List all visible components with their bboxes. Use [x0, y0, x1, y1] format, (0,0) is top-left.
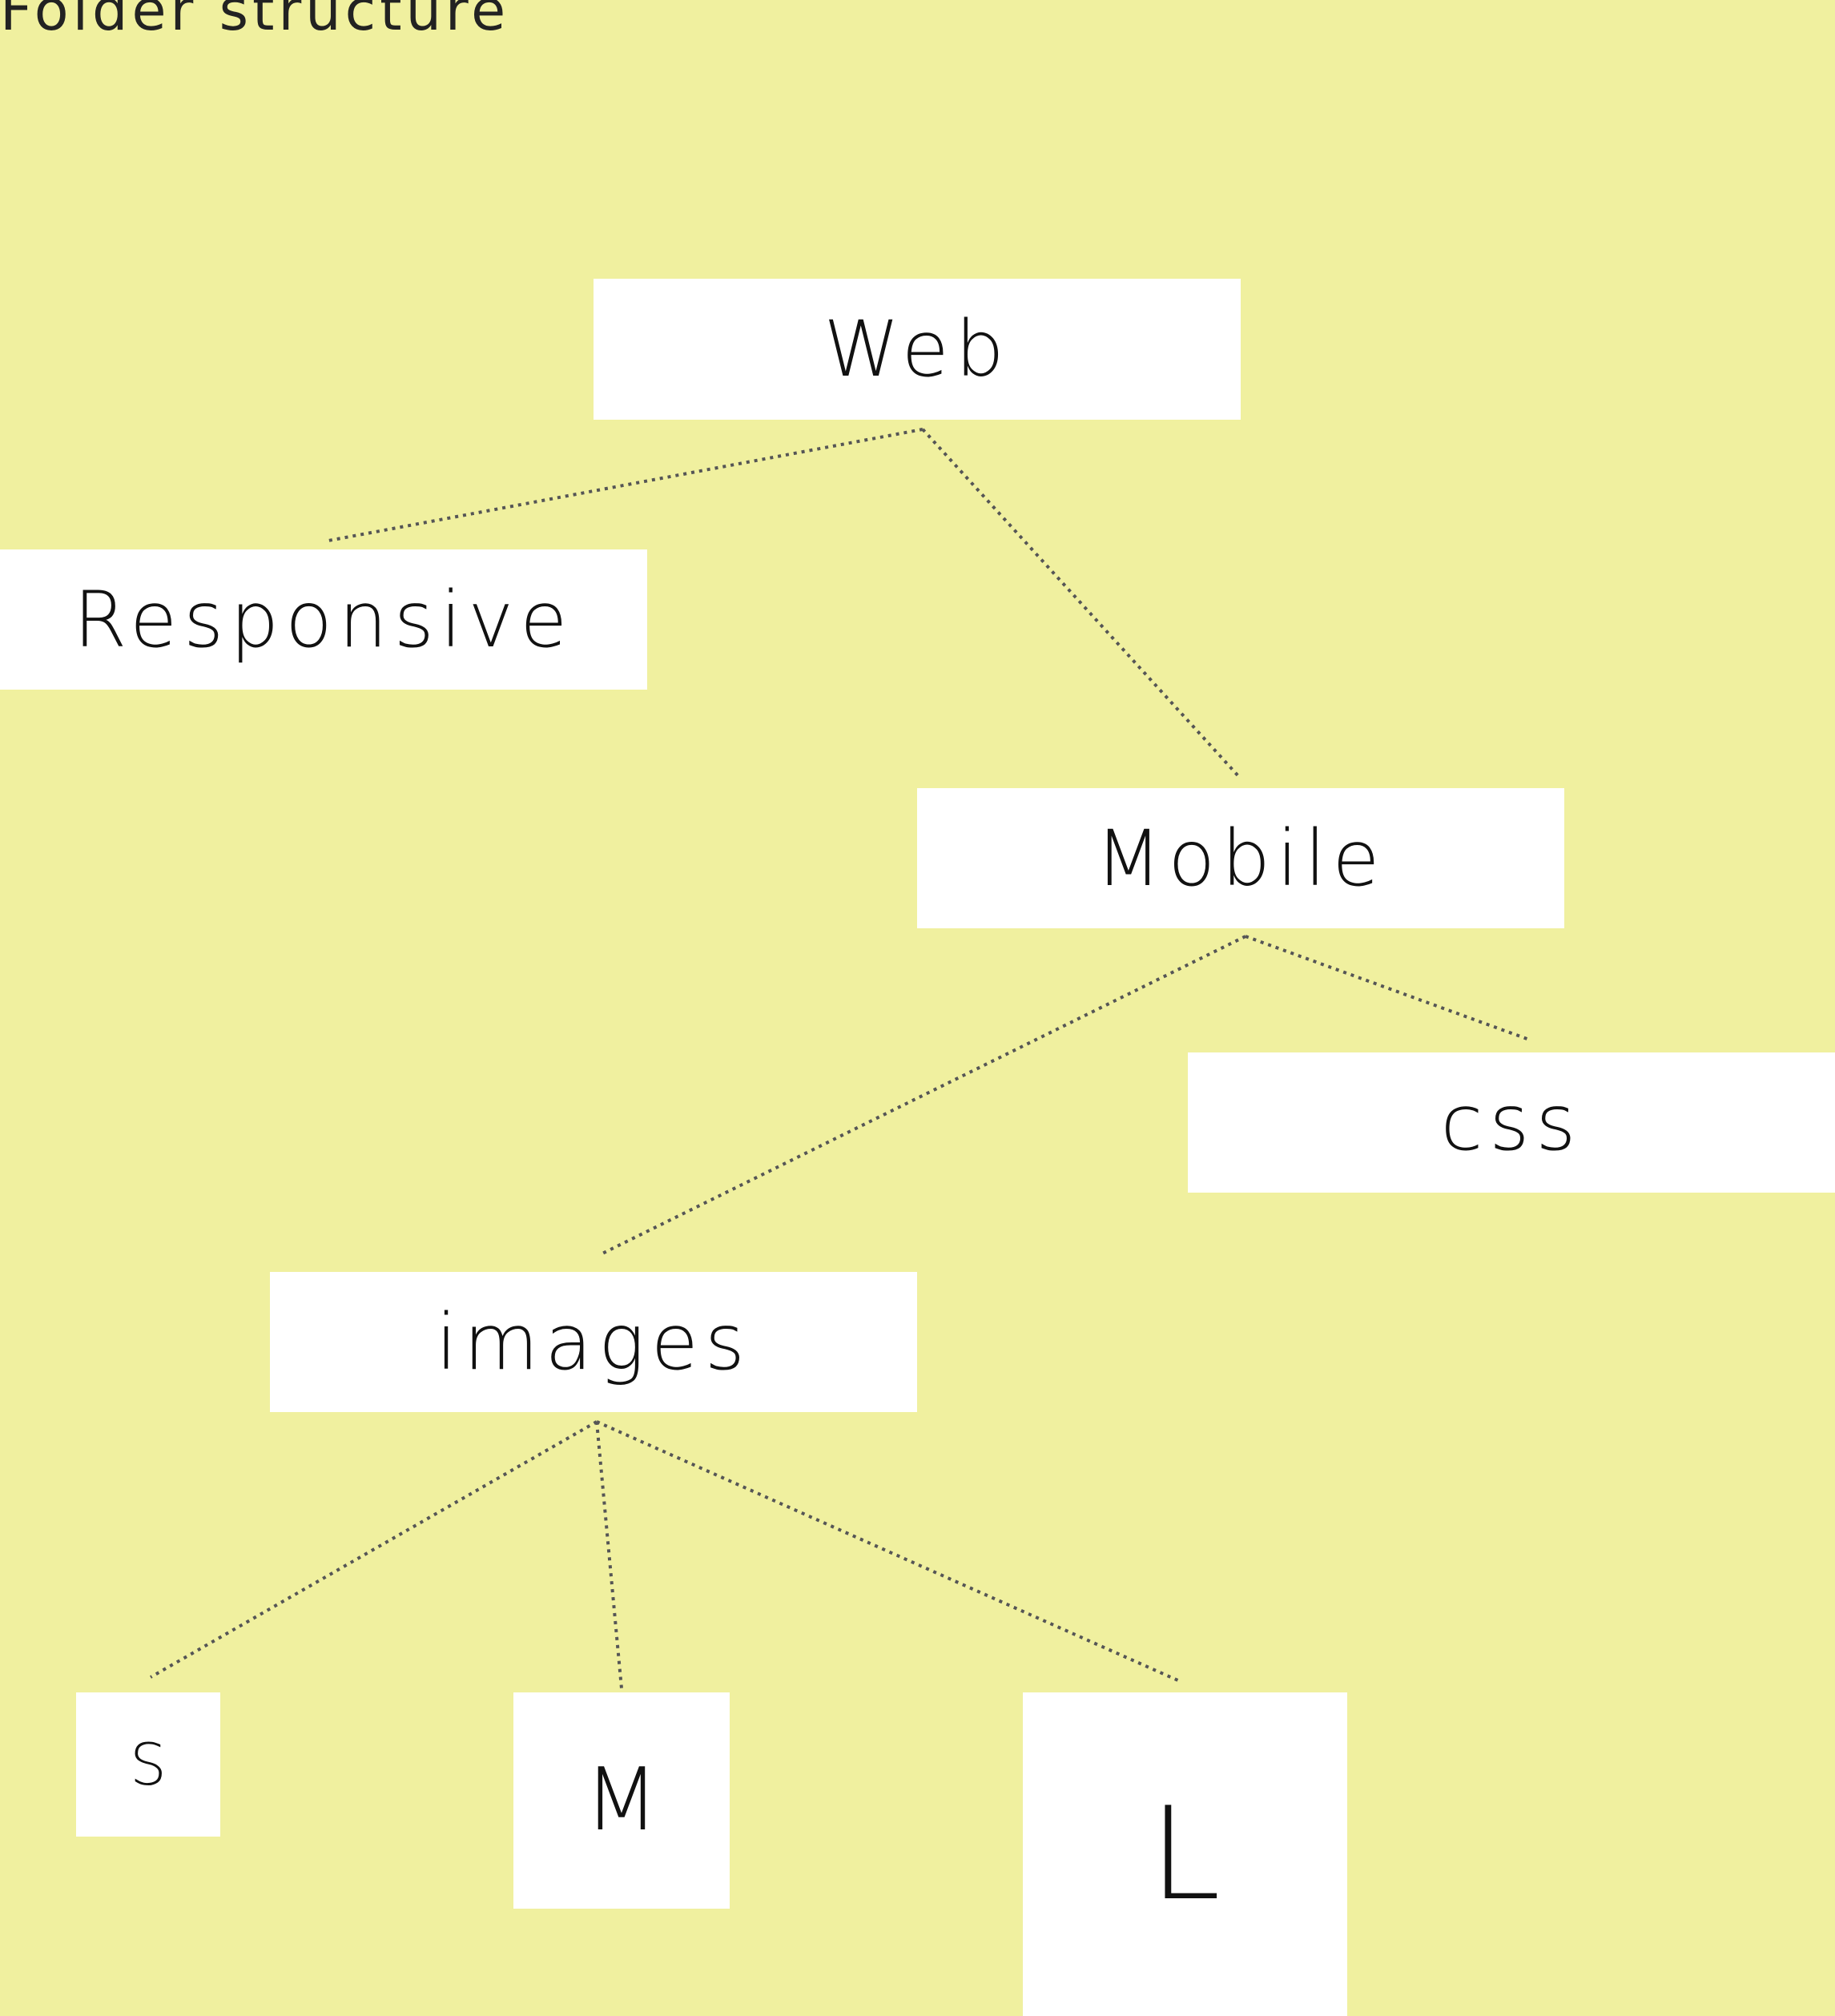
- edge-images-s: [150, 1420, 598, 1679]
- node-images: images: [270, 1272, 917, 1412]
- node-web: Web: [594, 279, 1241, 420]
- edge-images-m: [595, 1421, 623, 1689]
- node-s-label: S: [130, 1731, 167, 1798]
- node-images-label: images: [436, 1297, 751, 1387]
- node-s: S: [76, 1692, 220, 1837]
- node-mobile-label: Mobile: [1095, 813, 1386, 903]
- edge-mobile-css: [1245, 935, 1532, 1042]
- diagram-title: Folder structure: [0, 0, 510, 43]
- node-css: css: [1188, 1052, 1835, 1193]
- edge-web-responsive: [328, 428, 924, 542]
- node-web-label: Web: [823, 304, 1011, 394]
- node-m: M: [513, 1692, 730, 1909]
- node-l-label: L: [1149, 1779, 1221, 1929]
- edge-images-l: [596, 1420, 1181, 1683]
- node-m-label: M: [584, 1750, 659, 1850]
- node-css-label: css: [1440, 1077, 1583, 1168]
- node-responsive-label: Responsive: [73, 574, 574, 665]
- edge-mobile-images: [600, 935, 1246, 1256]
- edge-web-mobile: [921, 428, 1241, 779]
- node-mobile: Mobile: [917, 788, 1564, 928]
- node-l: L: [1023, 1692, 1347, 2016]
- node-responsive: Responsive: [0, 549, 647, 690]
